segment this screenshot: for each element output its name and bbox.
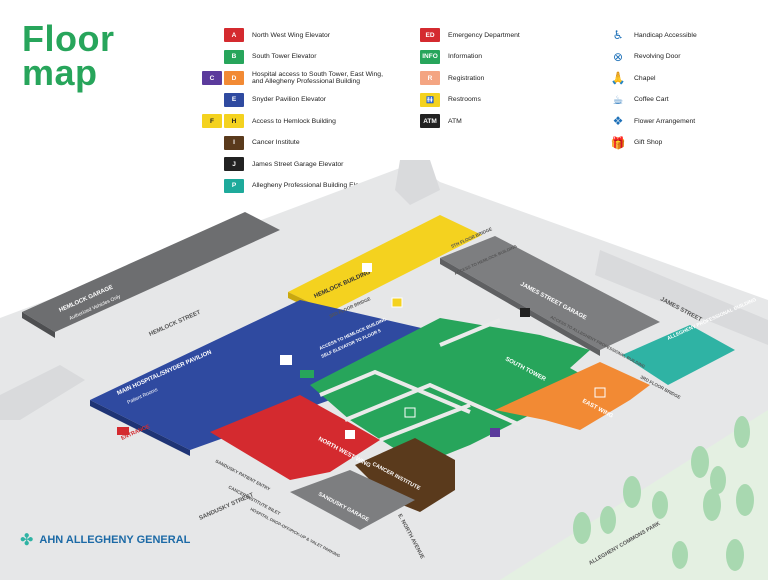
james-street-garage	[440, 236, 660, 350]
marker-info	[300, 370, 314, 378]
allegheny-professional-building	[622, 325, 735, 385]
legend-item: 🎁 Gift Shop	[610, 135, 663, 150]
cancer-institute	[355, 438, 455, 512]
legend-badge: E	[224, 92, 244, 107]
james-street-road	[595, 250, 768, 345]
marker-elevator-d	[594, 387, 606, 398]
map-markers	[117, 263, 606, 439]
north-road	[395, 160, 440, 205]
legend-item: ❖ Flower Arrangement	[610, 114, 696, 128]
legend-item: A North West Wing Elevator	[200, 28, 330, 42]
marker-elevator-h	[362, 263, 372, 272]
legend-badge: R	[420, 71, 440, 85]
gift-icon: 🎁	[610, 135, 626, 150]
legend-label: Allegheny Professional Building Elevator	[252, 182, 375, 189]
revolving-door-icon: ⊗	[612, 49, 624, 64]
park-trees	[573, 416, 754, 571]
legend-label: South Tower Elevator	[252, 53, 317, 60]
hallways	[319, 318, 521, 442]
legend-item: B South Tower Elevator	[200, 49, 317, 64]
legend-badge: INFO	[420, 49, 440, 64]
title-line-1: Floor	[22, 18, 115, 59]
legend-badge: D	[224, 71, 244, 85]
hemlock-garage	[22, 212, 280, 332]
legend-item: ♿ Handicap Accessible	[610, 28, 697, 42]
legend-badge: F	[202, 114, 222, 128]
legend-item: E Snyder Pavilion Elevator	[200, 92, 327, 107]
marker-ed	[117, 427, 129, 435]
legend-label: Snyder Pavilion Elevator	[252, 96, 327, 103]
south-tower	[310, 318, 595, 465]
legend-label: Chapel	[634, 74, 656, 82]
legend-label: Hospital access to South Tower, East Win…	[252, 71, 383, 85]
legend-badge: A	[224, 28, 244, 42]
sandusky-garage	[290, 470, 415, 530]
legend-label: Gift Shop	[634, 139, 663, 146]
legend-label: Handicap Accessible	[634, 31, 697, 39]
legend-item: ⊗ Revolving Door	[610, 49, 681, 64]
legend-badge: I	[224, 135, 244, 150]
logo-text: AHN ALLEGHENY GENERAL	[39, 534, 191, 546]
west-road	[0, 365, 85, 420]
legend-item: I Cancer Institute	[200, 135, 300, 150]
main-hospital-snyder	[90, 300, 440, 450]
legend-badge: C	[202, 71, 222, 85]
legend-label: Access to Hemlock Building	[252, 117, 336, 125]
legend-badge: ATM	[420, 114, 440, 128]
legend-badge: ED	[420, 28, 440, 42]
marker-elevator-j	[520, 308, 530, 317]
legend-item: INFO Information	[420, 49, 483, 64]
legend-label: Registration	[448, 74, 485, 82]
marker-elevator-f	[391, 297, 403, 308]
legend-badge: 🚻	[420, 92, 440, 107]
north-west-wing	[210, 395, 380, 480]
legend-item: ED Emergency Department	[420, 28, 520, 42]
ahn-logo: ✤ AHN ALLEGHENY GENERAL	[20, 530, 190, 550]
flower-icon: ❖	[612, 114, 624, 128]
title-line-2: map	[22, 52, 98, 93]
marker-elevator-a	[345, 430, 355, 439]
marker-elevator-c	[490, 428, 500, 437]
legend-item: ☕ Coffee Cart	[610, 93, 669, 107]
legend-badge: P	[224, 178, 244, 193]
hemlock-building	[288, 215, 482, 312]
handicap-icon: ♿	[612, 28, 624, 42]
east-wing	[495, 362, 650, 430]
legend-item: R Registration	[420, 71, 484, 85]
legend-item: P Allegheny Professional Building Elevato…	[200, 178, 375, 193]
legend-label: Restrooms	[448, 96, 481, 103]
legend-label: North West Wing Elevator	[252, 31, 331, 39]
logo-icon: ✤	[20, 532, 34, 549]
marker-elevator-e	[280, 355, 292, 365]
legend-item: J James Street Garage Elevator	[200, 157, 343, 171]
legend-item: 🚻 Restrooms	[420, 92, 481, 107]
legend-label: Emergency Department	[448, 31, 520, 39]
legend-badge: B	[224, 49, 244, 64]
legend-label: Flower Arrangement	[634, 117, 696, 125]
legend-label: Revolving Door	[634, 53, 681, 60]
legend-label: ATM	[448, 117, 462, 125]
legend-label: Information	[448, 53, 483, 60]
legend-badge: J	[224, 157, 244, 171]
legend-badge: H	[224, 114, 244, 128]
legend-item: ATM ATM	[420, 114, 462, 128]
legend-label: Cancer Institute	[252, 139, 300, 146]
chapel-icon: 🙏	[610, 71, 626, 85]
legend-item: 🙏 Chapel	[610, 71, 656, 85]
legend-label: James Street Garage Elevator	[252, 160, 344, 168]
coffee-cup-icon: ☕	[612, 92, 624, 107]
legend-label: Coffee Cart	[634, 96, 669, 103]
floor-map-title: Floor map	[22, 18, 115, 93]
marker-elevator-b	[404, 407, 416, 418]
